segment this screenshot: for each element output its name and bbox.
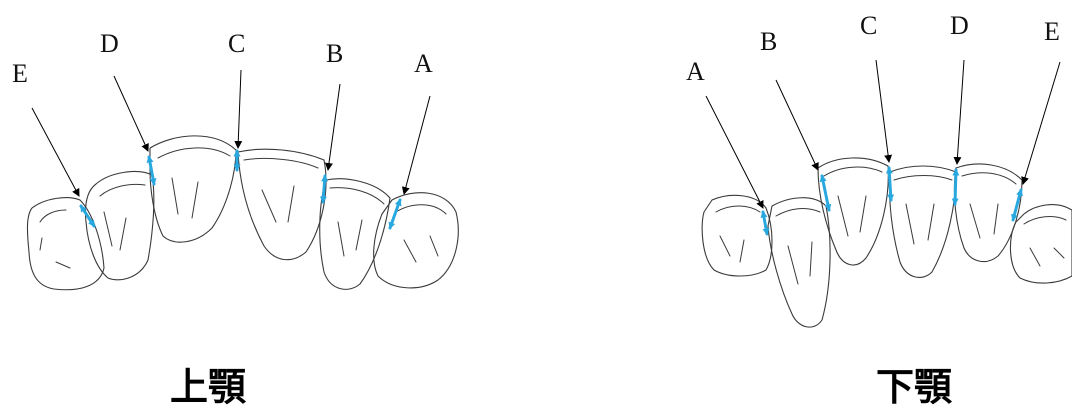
lower-label-A: A	[686, 57, 705, 86]
upper-label-A: A	[414, 49, 433, 78]
upper-tooth-5-inner	[330, 188, 384, 256]
lower-tooth-4-inner	[894, 176, 952, 245]
upper-tooth-6	[374, 193, 459, 288]
upper-tooth-6-inner	[396, 205, 446, 262]
lower-tooth-1	[702, 195, 772, 276]
lower-label-E: E	[1044, 17, 1060, 46]
upper-label-E: E	[12, 59, 28, 88]
lower-gap-marker-C	[889, 168, 891, 200]
lower-label-C: C	[860, 11, 877, 40]
upper-gap-marker-A	[390, 200, 400, 228]
upper-tooth-5	[320, 179, 390, 290]
lower-gap-marker-D	[955, 170, 956, 204]
lower-tooth-4	[889, 166, 956, 277]
lower-gap-marker-A	[763, 212, 767, 234]
upper-tooth-1	[27, 198, 104, 290]
upper-label-C: C	[228, 29, 245, 58]
lower-leader-lines	[706, 60, 1060, 208]
upper-point-labels: E D C B A	[12, 29, 433, 88]
lower-point-labels: A B C D E	[686, 11, 1060, 86]
upper-gap-marker-B	[323, 176, 325, 202]
lower-leader-D	[957, 60, 964, 164]
upper-label-B: B	[326, 39, 343, 68]
upper-tooth-4-inner	[244, 158, 318, 222]
lower-tooth-2	[768, 198, 830, 327]
lower-tooth-5-inner	[962, 173, 1016, 238]
upper-leader-E	[32, 108, 79, 196]
upper-tooth-2	[85, 172, 153, 280]
lower-leader-A	[706, 96, 763, 208]
upper-teeth	[27, 136, 458, 290]
lower-label-D: D	[950, 11, 969, 40]
lower-tooth-1-inner	[716, 206, 760, 262]
lower-tooth-6-inner	[1024, 217, 1066, 266]
lower-jaw-title: 下顎	[876, 365, 953, 409]
upper-jaw-title: 上顎	[170, 365, 247, 409]
lower-label-B: B	[760, 27, 777, 56]
upper-tooth-1-inner	[40, 210, 70, 268]
lower-tooth-5	[954, 164, 1022, 262]
upper-jaw-figure: E D C B A 上顎	[12, 29, 458, 409]
upper-leader-D	[114, 76, 148, 151]
upper-leader-A	[404, 96, 430, 194]
lower-teeth	[702, 158, 1072, 327]
upper-contact-gaps	[81, 151, 400, 228]
lower-leader-C	[876, 60, 889, 162]
upper-leader-C	[238, 70, 241, 148]
lower-tooth-2-inner	[776, 209, 820, 284]
upper-tooth-2-inner	[100, 184, 145, 250]
lower-jaw-figure: A B C D E 下顎	[686, 11, 1072, 409]
upper-tooth-3	[150, 136, 236, 242]
lower-leader-E	[1023, 62, 1060, 184]
upper-leader-B	[328, 84, 340, 170]
upper-label-D: D	[100, 29, 119, 58]
lower-tooth-3-inner	[824, 167, 882, 236]
lower-tooth-6	[1010, 205, 1072, 283]
lower-leader-B	[776, 80, 818, 170]
upper-tooth-3-inner	[158, 148, 230, 218]
upper-leader-lines	[32, 70, 430, 196]
